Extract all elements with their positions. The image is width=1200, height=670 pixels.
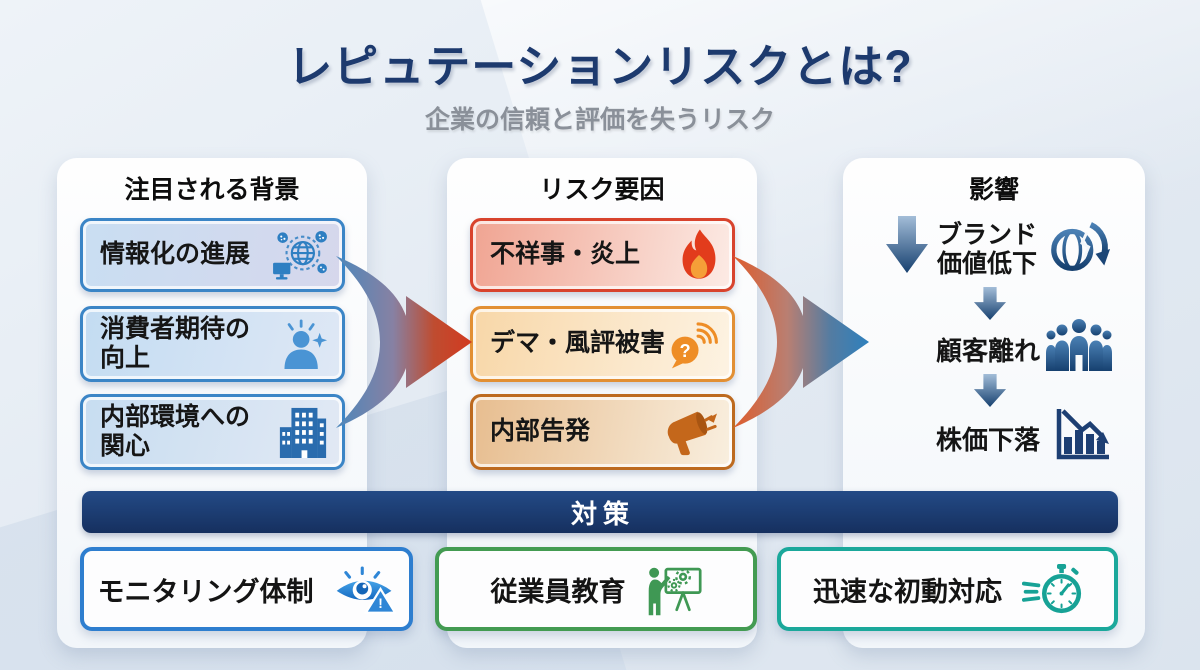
- item-consumer-expectations: 消費者期待の向上: [80, 306, 345, 382]
- rumor-question-icon: ?: [671, 322, 718, 369]
- item-whistleblowing: 内部告発: [470, 394, 735, 470]
- item-label: 内部環境への関心: [100, 402, 251, 461]
- item-label: 不祥事・炎上: [490, 240, 641, 269]
- item-label: デマ・風評被害: [490, 329, 666, 358]
- measure-rapid-response: 迅速な初動対応: [777, 547, 1118, 631]
- monitoring-eye-icon: !: [336, 566, 396, 614]
- item-internal-environment: 内部環境への関心: [80, 394, 345, 470]
- fire-icon: [682, 229, 716, 279]
- impact-brand-value-decline: ブランド価値低下: [936, 221, 1037, 278]
- item-rumor-damage: デマ・風評被害 ?: [470, 306, 735, 382]
- impact-column-heading: 影響: [968, 176, 1019, 204]
- stock-decline-icon: [1056, 409, 1109, 460]
- big-down-arrow-icon: [886, 216, 928, 273]
- person-sparkle-icon: [284, 319, 328, 369]
- measure-monitoring: モニタリング体制 !: [80, 547, 413, 631]
- background-column-heading: 注目される背景: [124, 176, 300, 204]
- down-arrow-icon: [973, 287, 1007, 321]
- impact-customer-attrition: 顧客離れ: [935, 336, 1040, 366]
- measure-label: モニタリング体制: [97, 576, 314, 607]
- network-globe-icon: [273, 230, 327, 280]
- megaphone-icon: [667, 411, 717, 456]
- measure-label: 従業員教育: [490, 576, 626, 607]
- alert-glyph: !: [378, 596, 383, 611]
- item-information-progress: 情報化の進展: [80, 218, 345, 292]
- item-label: 内部告発: [490, 417, 591, 446]
- flow-arrow-risk-to-impact: [733, 256, 869, 428]
- item-label: 情報化の進展: [100, 240, 251, 269]
- page-subtitle: 企業の信頼と評価を失うリスク: [424, 106, 775, 134]
- measures-bar: 対策: [82, 491, 1118, 533]
- impact-stock-price-drop: 株価下落: [935, 425, 1040, 455]
- customers-leaving-icon: [1046, 319, 1112, 371]
- item-scandal-flaming: 不祥事・炎上: [470, 218, 735, 292]
- employee-training-icon: [648, 567, 702, 616]
- globe-decline-icon: [1051, 222, 1111, 272]
- company-building-icon: [279, 407, 327, 458]
- measure-employee-training: 従業員教育: [435, 547, 757, 631]
- item-label: 消費者期待の向上: [100, 314, 251, 373]
- rapid-response-stopwatch-icon: [1022, 564, 1082, 614]
- risk-column-heading: リスク要因: [539, 176, 665, 204]
- down-arrow-icon: [973, 374, 1007, 408]
- measure-label: 迅速な初動対応: [813, 576, 1002, 607]
- flow-arrow-background-to-risk: [336, 256, 472, 428]
- page-title: レピュテーションリスクとは?: [287, 41, 913, 92]
- question-glyph: ?: [679, 340, 690, 361]
